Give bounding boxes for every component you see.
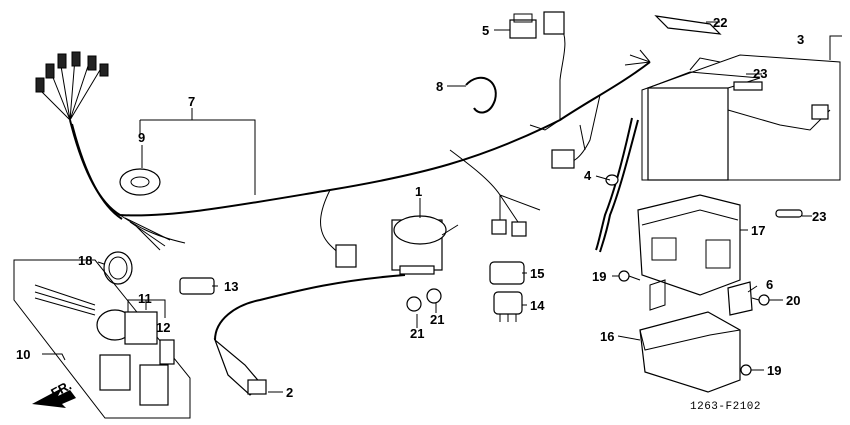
callout-19b: 19	[767, 363, 781, 378]
fuse-box-cover	[639, 279, 741, 393]
callout-7: 7	[188, 94, 195, 109]
battery-box	[637, 194, 741, 296]
callout-11: 11	[138, 291, 152, 306]
callout-5: 5	[482, 23, 489, 38]
callout-16: 16	[600, 329, 614, 344]
flasher-relay	[493, 291, 523, 315]
relay-5	[509, 19, 537, 39]
ignition-switch-assembly	[13, 259, 191, 419]
callout-23a: 23	[753, 66, 767, 81]
regulator	[489, 261, 525, 285]
callout-6: 6	[766, 277, 773, 292]
callout-3: 3	[797, 32, 804, 47]
fuse-23b	[775, 209, 803, 218]
battery-band	[654, 15, 722, 35]
stay-6	[727, 281, 753, 316]
key-blank	[179, 277, 215, 295]
callout-21a: 21	[410, 326, 424, 341]
callout-13: 13	[224, 279, 238, 294]
callout-17: 17	[751, 223, 765, 238]
callout-20: 20	[786, 293, 800, 308]
callout-15: 15	[530, 266, 544, 281]
leader-lines	[42, 21, 842, 393]
callout-23b: 23	[812, 209, 826, 224]
callout-1: 1	[415, 184, 422, 199]
bolt-20	[751, 294, 770, 306]
fuel-tube	[595, 117, 633, 251]
callout-12: 12	[156, 320, 170, 335]
callout-9: 9	[138, 130, 145, 145]
battery-assembly	[641, 54, 841, 181]
diagram-code: 1263-F2102	[690, 401, 761, 413]
ignition-coil	[391, 215, 459, 275]
callout-8: 8	[436, 79, 443, 94]
callout-10: 10	[16, 347, 30, 362]
nut-21a	[406, 296, 422, 312]
callout-18: 18	[78, 253, 92, 268]
spark-plug-cap	[213, 274, 406, 396]
callout-19a: 19	[592, 269, 606, 284]
wire-harness	[35, 11, 651, 268]
callout-22: 22	[713, 15, 727, 30]
bolt-19a	[618, 270, 641, 282]
wire-clamp	[465, 76, 497, 114]
seal-ring	[103, 251, 133, 285]
callout-2: 2	[286, 385, 293, 400]
callout-21b: 21	[430, 312, 444, 327]
callout-14: 14	[530, 298, 545, 313]
grommet	[119, 168, 161, 196]
front-direction-arrow	[32, 388, 76, 408]
callout-4: 4	[584, 168, 592, 183]
nut-21b	[426, 288, 442, 304]
